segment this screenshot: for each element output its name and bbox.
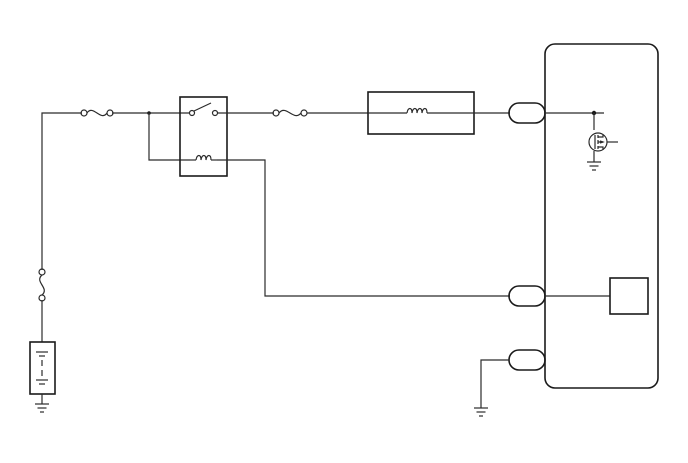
battery-icon	[29, 341, 56, 404]
relay-control-wire	[217, 159, 510, 297]
internal-wire-1	[545, 110, 604, 130]
internal-block	[609, 277, 649, 315]
connector-3	[508, 349, 546, 371]
connector-2	[508, 285, 546, 307]
connector-1	[508, 102, 546, 124]
coil-branch-wire	[148, 113, 190, 161]
relay-icon	[179, 96, 228, 177]
coil-load-icon	[367, 91, 475, 135]
main-wire	[41, 112, 190, 342]
fuse-vertical	[38, 268, 46, 302]
mosfet-icon	[587, 132, 618, 171]
control-module	[544, 43, 659, 389]
fuse-main	[80, 109, 114, 117]
battery-ground-icon	[35, 403, 49, 413]
fuse-load	[272, 109, 308, 117]
module-ground-wire	[480, 359, 509, 408]
external-ground-icon	[474, 407, 488, 417]
